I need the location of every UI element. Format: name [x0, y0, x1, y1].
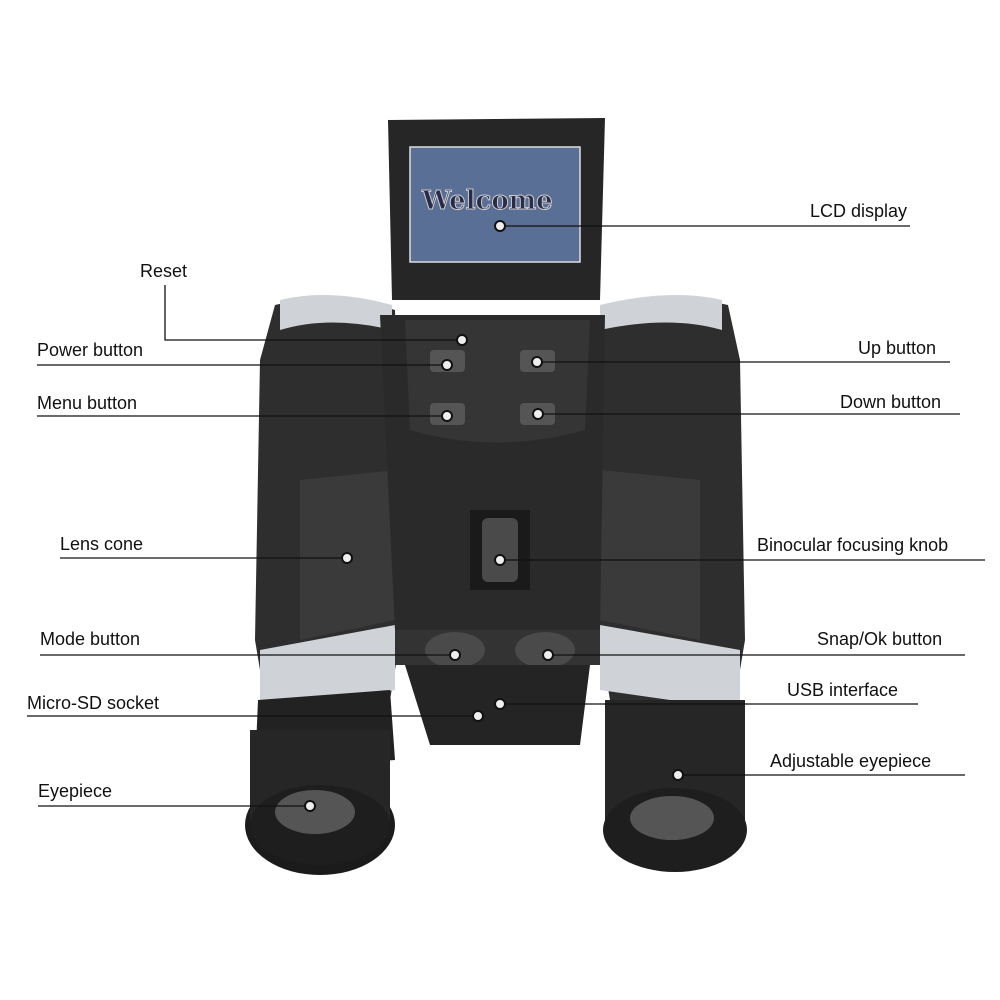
center-body: [380, 315, 605, 745]
right-barrel: [600, 295, 747, 872]
label-lcd-display: LCD display: [810, 201, 908, 221]
label-adjustable-eyepiece: Adjustable eyepiece: [770, 751, 932, 771]
label-eyepiece: Eyepiece: [38, 781, 113, 801]
label-reset: Reset: [140, 261, 188, 281]
label-snap-ok-button: Snap/Ok button: [817, 629, 943, 649]
label-focusing-knob: Binocular focusing knob: [757, 535, 949, 555]
left-barrel: [245, 295, 400, 875]
label-power-button: Power button: [37, 340, 144, 360]
label-lens-cone: Lens cone: [60, 534, 144, 554]
label-menu-button: Menu button: [37, 393, 138, 413]
screen-welcome-text: Welcome: [422, 186, 554, 217]
label-mode-button: Mode button: [40, 629, 141, 649]
label-up-button: Up button: [858, 338, 937, 358]
leader-lines: [27, 225, 985, 807]
callout-dots: [304, 220, 684, 812]
label-usb-interface: USB interface: [787, 680, 899, 700]
label-micro-sd-socket: Micro-SD socket: [27, 693, 160, 713]
label-down-button: Down button: [840, 392, 942, 412]
lcd-screen: [388, 118, 605, 300]
